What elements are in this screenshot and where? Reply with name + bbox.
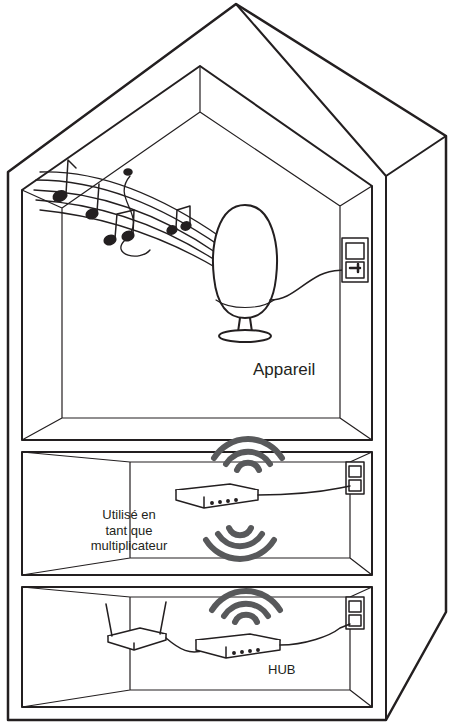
device-label: Utilisé en tant que multiplicateur xyxy=(90,507,168,554)
repeater-device xyxy=(176,484,350,508)
room-bottom-back xyxy=(22,587,372,707)
device-label: Appareil xyxy=(253,360,315,380)
room-top xyxy=(22,66,372,440)
room-top-back xyxy=(22,66,372,440)
room-bottom xyxy=(22,587,372,707)
room-middle-back xyxy=(22,452,372,575)
music-notes xyxy=(52,160,192,246)
device-label: HUB xyxy=(268,662,295,678)
wifi-waves xyxy=(206,439,282,622)
house-outline xyxy=(8,4,446,720)
speaker-icon xyxy=(213,205,350,342)
room-middle xyxy=(22,452,372,575)
wall-outlet xyxy=(342,238,368,629)
router-device xyxy=(106,602,205,652)
hub-device xyxy=(196,624,350,658)
music-waves xyxy=(34,172,222,270)
